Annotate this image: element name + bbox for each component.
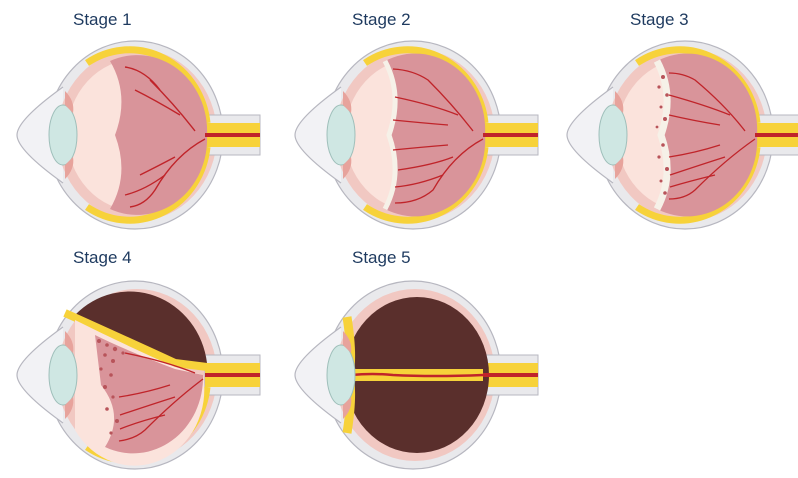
eye-stage-5: [295, 281, 538, 469]
eye-stage-4: [17, 281, 260, 469]
eye-stage-3: [567, 41, 798, 229]
eye-stage-1: [17, 41, 260, 229]
eye-stage-2: [295, 41, 538, 229]
